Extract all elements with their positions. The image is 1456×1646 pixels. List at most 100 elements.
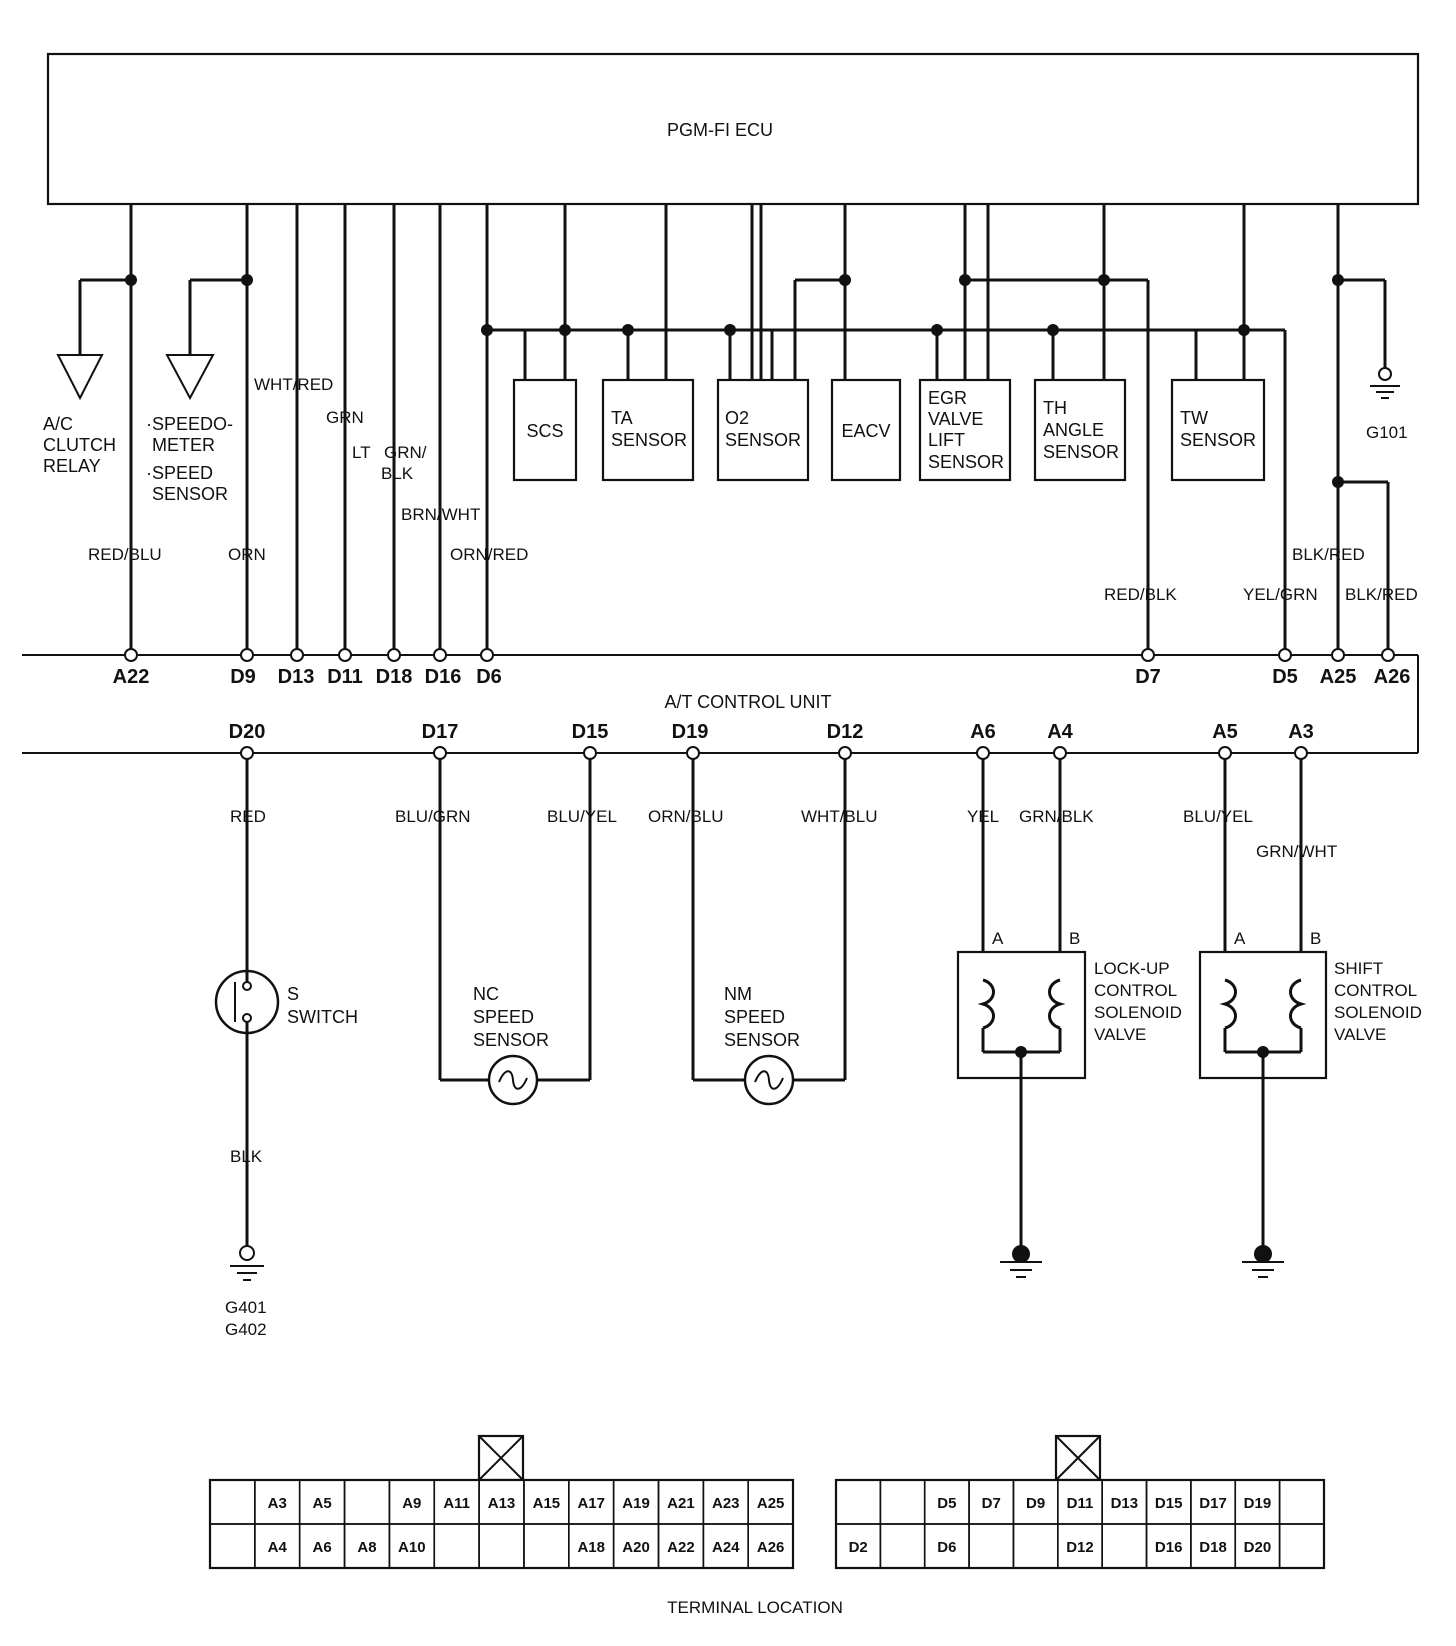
svg-text:D9: D9: [230, 666, 256, 688]
svg-text:NM: NM: [724, 984, 752, 1004]
shift-coil-b-label: B: [1310, 929, 1321, 948]
wire-shift-solenoid: [1198, 756, 1328, 1250]
tw-sensor-box: [1170, 378, 1266, 482]
svg-text:D6: D6: [476, 666, 502, 688]
wire-nm-speed-sensor: [691, 756, 847, 1106]
top-pin-labels: A22 D9 D13 D11 D18 D16 D6 D7 D5 A25 A26: [113, 666, 1411, 688]
wire-label-grn-wht: GRN/WHT: [1256, 842, 1337, 861]
connector-pin-label: A15: [533, 1495, 561, 1512]
wire-label-orn-red: ORN/RED: [450, 545, 528, 564]
svg-text:TA: TA: [611, 408, 633, 428]
svg-text:SENSOR: SENSOR: [473, 1030, 549, 1050]
connector-pin-label: A10: [398, 1539, 426, 1556]
at-control-unit-frame: [22, 654, 1419, 754]
svg-text:A22: A22: [113, 666, 150, 688]
svg-text:SENSOR: SENSOR: [611, 430, 687, 450]
connector-pin-label: D9: [1026, 1495, 1045, 1512]
wire-label-grn: GRN: [326, 408, 364, 427]
svg-text:D20: D20: [229, 721, 266, 743]
o2-sensor-label: O2 SENSOR: [725, 408, 801, 450]
connector-pin-label: A22: [667, 1539, 695, 1556]
svg-text:SPEED: SPEED: [473, 1007, 534, 1027]
connector-pin-label: D5: [937, 1495, 956, 1512]
svg-text:LOCK-UP: LOCK-UP: [1094, 959, 1170, 978]
pgm-fi-ecu-box: [46, 52, 1420, 206]
wire-label-wht-red: WHT/RED: [254, 375, 333, 394]
wire-lockup-solenoid: [956, 756, 1087, 1250]
at-control-unit-title: A/T CONTROL UNIT: [664, 692, 831, 712]
connector-pin-label: D19: [1244, 1495, 1272, 1512]
connector-pin-label: D11: [1067, 1495, 1094, 1512]
ground-g401-icon: [230, 1245, 264, 1281]
ac-clutch-relay-label: A/C CLUTCH RELAY: [43, 414, 116, 476]
egr-valve-lift-sensor-label: EGR VALVE LIFT SENSOR: [928, 388, 1004, 472]
connector-pin-label: D12: [1066, 1539, 1094, 1556]
wire-label-orn: ORN: [228, 545, 266, 564]
svg-text:D17: D17: [422, 721, 459, 743]
connector-pin-label: D13: [1111, 1495, 1139, 1512]
connector-d-key-icon: [1054, 1434, 1102, 1482]
wire-label-grn-blk: GRN/BLK: [1019, 807, 1094, 826]
svg-text:D18: D18: [376, 666, 413, 688]
svg-text:SENSOR: SENSOR: [928, 452, 1004, 472]
svg-text:A6: A6: [970, 721, 996, 743]
svg-text:TH: TH: [1043, 398, 1067, 418]
svg-text:D15: D15: [572, 721, 609, 743]
wire-nc-speed-sensor: [438, 756, 592, 1106]
ground-g101-icon: [1370, 367, 1400, 399]
svg-text:LT: LT: [352, 443, 371, 462]
svg-text:·SPEEDO-: ·SPEEDO-: [146, 414, 233, 434]
connector-pin-label: A19: [622, 1495, 650, 1512]
svg-text:O2: O2: [725, 408, 749, 428]
connector-pin-label: A13: [488, 1495, 516, 1512]
wire-label-blu-yel-1: BLU/YEL: [547, 807, 617, 826]
svg-text:ANGLE: ANGLE: [1043, 420, 1104, 440]
svg-text:RELAY: RELAY: [43, 456, 101, 476]
ground-shift-icon: [1242, 1245, 1284, 1278]
svg-text:A4: A4: [1047, 721, 1073, 743]
svg-text:VALVE: VALVE: [1094, 1025, 1146, 1044]
svg-text:METER: METER: [152, 435, 215, 455]
bottom-pin-labels: D20 D17 D15 D19 D12 A6 A4 A5 A3: [229, 721, 1314, 743]
th-angle-sensor-box: [1033, 378, 1127, 482]
svg-text:LIFT: LIFT: [928, 430, 965, 450]
svg-text:SOLENOID: SOLENOID: [1334, 1003, 1422, 1022]
svg-text:SWITCH: SWITCH: [287, 1007, 358, 1027]
wire-egr-sensor: [931, 204, 1104, 380]
wire-label-brn-wht: BRN/WHT: [401, 505, 480, 524]
connector-pin-label: A20: [622, 1539, 650, 1556]
connector-pin-label: A8: [357, 1539, 376, 1556]
connector-a-key-icon: [477, 1434, 525, 1482]
ta-sensor-label: TA SENSOR: [611, 408, 687, 450]
svg-text:EGR: EGR: [928, 388, 967, 408]
speedometer-speed-sensor-label: ·SPEEDO- METER ·SPEED SENSOR: [146, 414, 233, 504]
svg-text:TW: TW: [1180, 408, 1208, 428]
connector-pin-label: A17: [577, 1495, 605, 1512]
svg-text:BLK: BLK: [381, 464, 414, 483]
wire-label-orn-blu: ORN/BLU: [648, 807, 724, 826]
g401-g402-label: G401 G402: [225, 1298, 267, 1339]
connector-pin-label: D18: [1199, 1539, 1227, 1556]
wire-label-blu-yel-2: BLU/YEL: [1183, 807, 1253, 826]
svg-text:A5: A5: [1212, 721, 1238, 743]
connector-pin-label: D6: [937, 1539, 956, 1556]
wire-label-blk-red-2: BLK/RED: [1345, 585, 1418, 604]
connector-pin-label: A11: [443, 1495, 470, 1512]
svg-text:SENSOR: SENSOR: [1180, 430, 1256, 450]
connector-pin-label: D2: [849, 1539, 868, 1556]
connector-cell: [747, 1523, 794, 1569]
wire-d6-sensor-bus: [481, 204, 1285, 652]
wire-th-angle-sensor: [1047, 204, 1150, 652]
svg-text:SENSOR: SENSOR: [1043, 442, 1119, 462]
svg-text:D16: D16: [425, 666, 462, 688]
connector-pin-label: A4: [268, 1539, 288, 1556]
svg-text:A25: A25: [1320, 666, 1357, 688]
wire-label-yel: YEL: [967, 807, 999, 826]
svg-text:A26: A26: [1374, 666, 1411, 688]
wire-scs: [559, 204, 571, 380]
ta-sensor-box: [601, 378, 695, 482]
tw-sensor-label: TW SENSOR: [1180, 408, 1256, 450]
